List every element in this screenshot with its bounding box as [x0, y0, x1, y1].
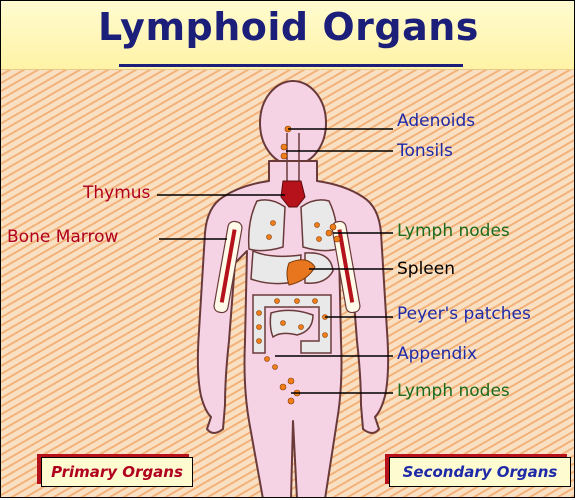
axillary-node: [330, 224, 336, 230]
secondary-organs-legend: Secondary Organs: [389, 457, 571, 487]
inguinal-node: [288, 398, 294, 404]
lymph-nodes-lower-label: Lymph nodes: [397, 381, 510, 401]
thymus-node: [271, 221, 276, 226]
peyers-patch-dot: [257, 339, 262, 344]
appendix-dot: [265, 357, 270, 362]
inguinal-node: [288, 378, 294, 384]
axillary-node: [334, 236, 340, 242]
bone-marrow-label: Bone Marrow: [7, 227, 118, 247]
spleen-label: Spleen: [397, 259, 455, 279]
peyers-patch-dot: [275, 299, 280, 304]
chest-node: [317, 237, 322, 242]
chest-node: [315, 223, 320, 228]
peyers-patch-dot: [257, 325, 262, 330]
peyers-patch-dot: [295, 299, 300, 304]
peyers-patch-dot: [281, 321, 286, 326]
peyers-patches-label: Peyer's patches: [397, 304, 531, 324]
tonsil-dot: [281, 153, 287, 159]
thymus-node: [267, 235, 272, 240]
tonsils-label: Tonsils: [397, 141, 453, 161]
adenoids-label: Adenoids: [397, 111, 475, 131]
inguinal-node: [280, 384, 286, 390]
lymph-nodes-upper-label: Lymph nodes: [397, 221, 510, 241]
primary-organs-text: Primary Organs: [42, 458, 192, 486]
tonsil-dot: [281, 144, 287, 150]
peyers-patch-dot: [313, 299, 318, 304]
axillary-node: [326, 230, 332, 236]
secondary-organs-text: Secondary Organs: [390, 458, 570, 486]
left-lung: [249, 200, 285, 251]
peyers-patch-dot: [257, 311, 262, 316]
peyers-patch-dot: [299, 325, 304, 330]
primary-organs-legend: Primary Organs: [41, 457, 193, 487]
head-shape: [260, 81, 326, 165]
appendix-dot: [273, 365, 278, 370]
appendix-label: Appendix: [397, 344, 477, 364]
thymus-label: Thymus: [83, 183, 150, 203]
peyers-patch-dot: [323, 333, 328, 338]
